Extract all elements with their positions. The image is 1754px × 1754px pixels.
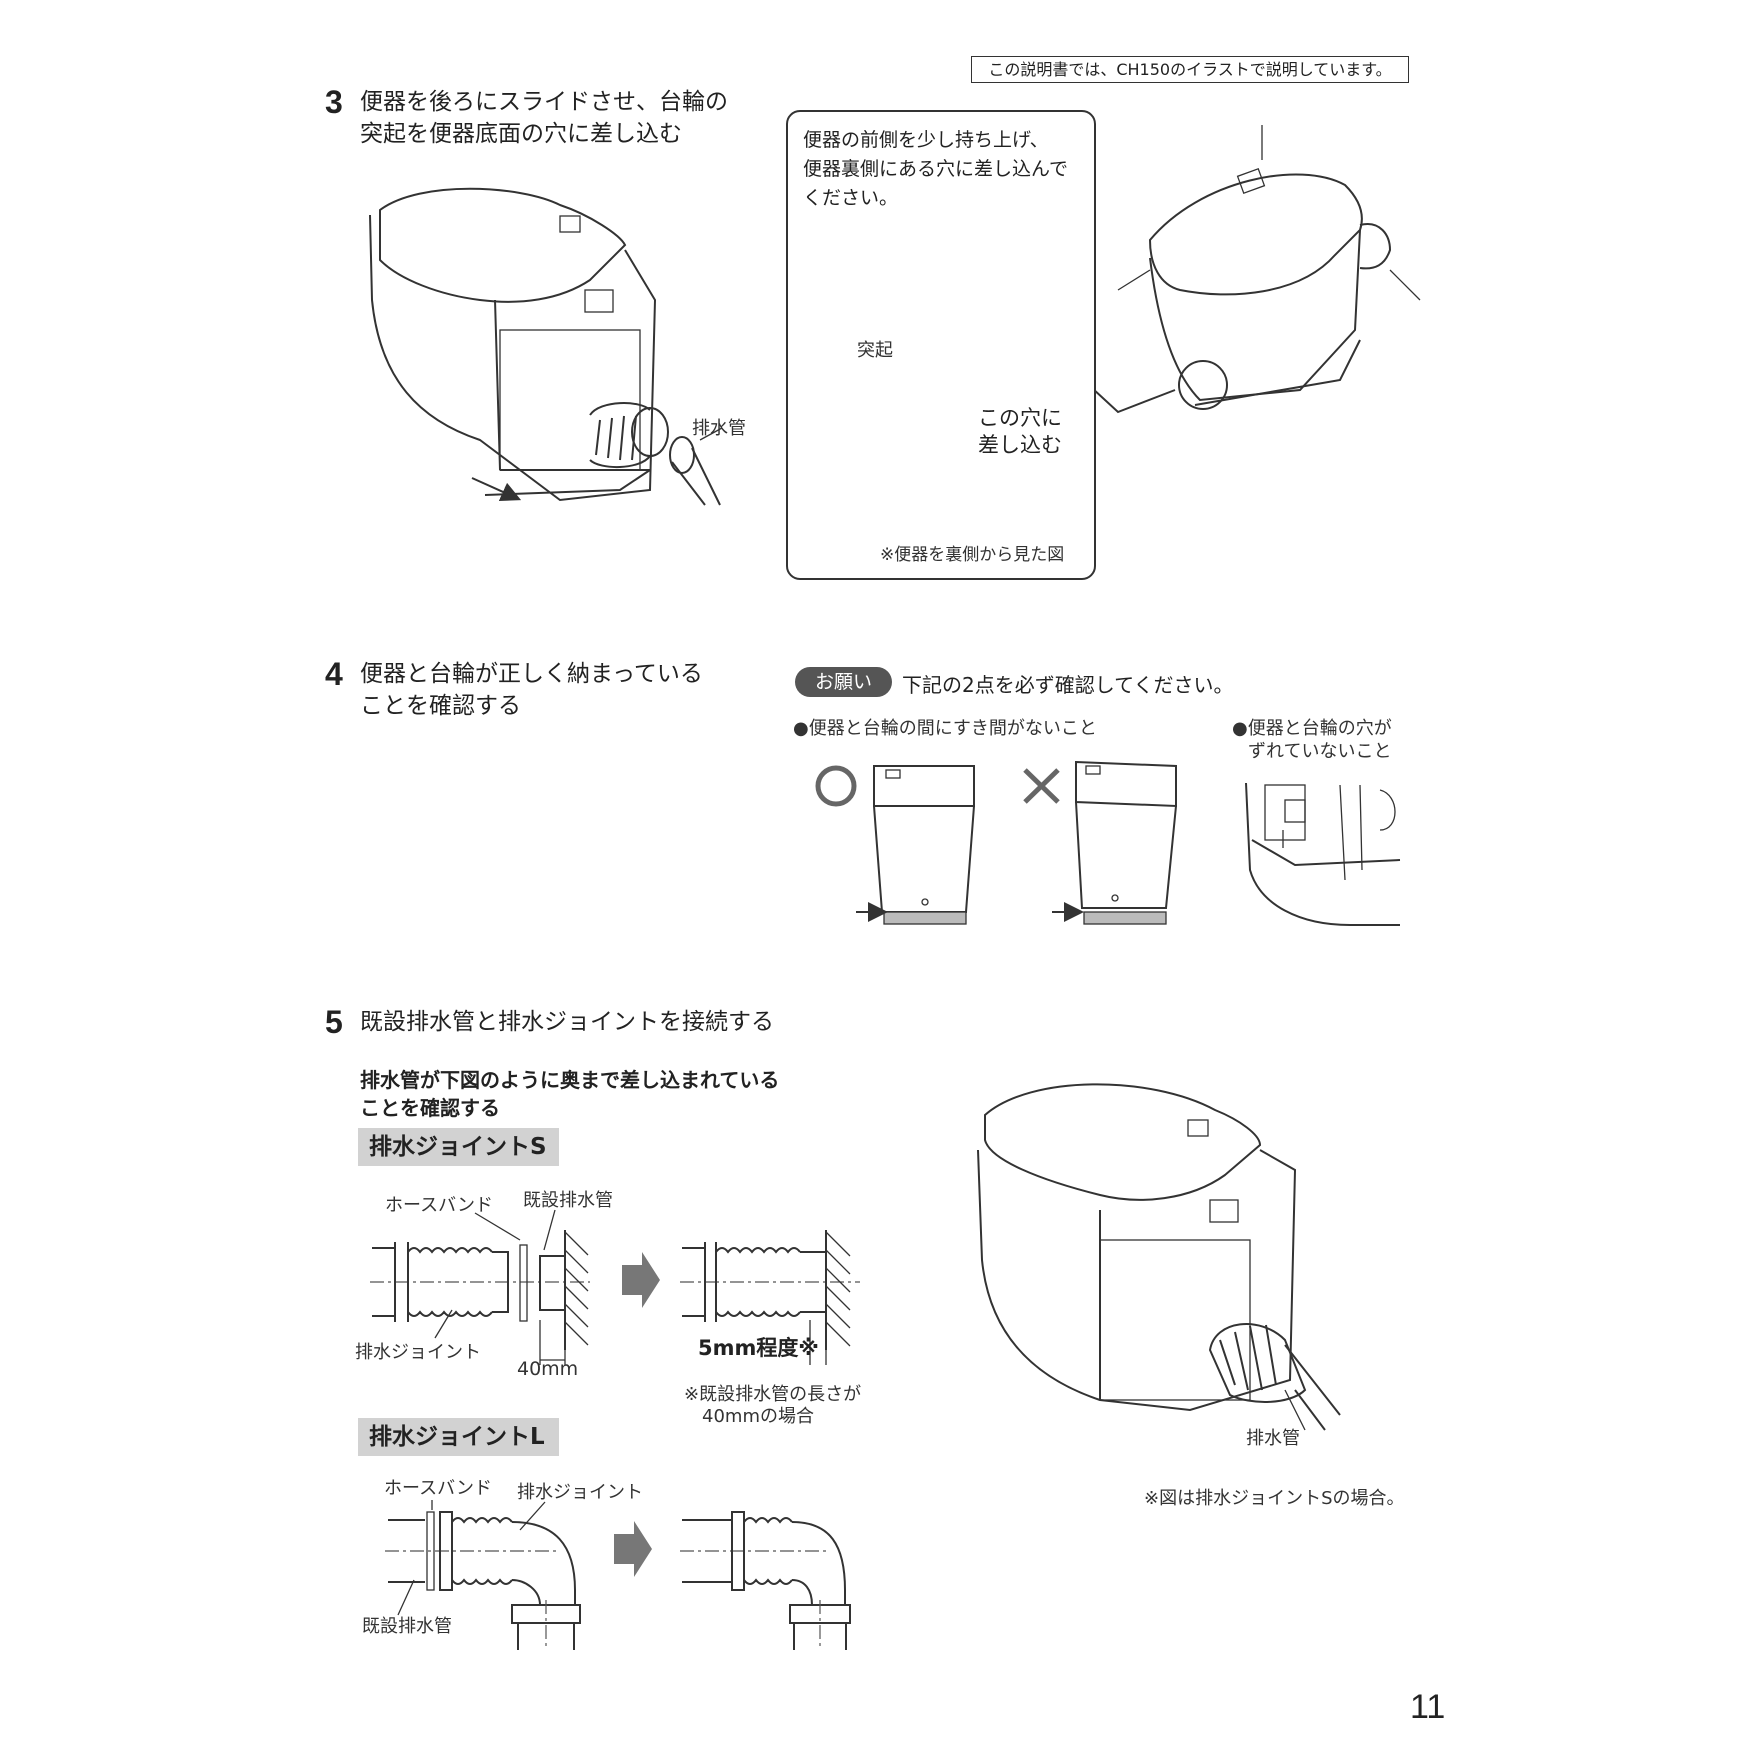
- label-existing-pipe-s: 既設排水管: [523, 1190, 613, 1211]
- dimension-40mm: 40mm: [517, 1358, 579, 1380]
- section-joint-s: 排水ジョイントS: [358, 1128, 559, 1166]
- toilet-connected-illustration: [977, 1083, 1341, 1431]
- hole-alignment-illustration: [1245, 782, 1401, 926]
- step5-sub-line1: 排水管が下図のように奥まで差し込まれている: [360, 1068, 780, 1092]
- step5-number: 5: [325, 1004, 343, 1040]
- label-existing-pipe-l: 既設排水管: [362, 1616, 452, 1637]
- step5-title: 既設排水管と排水ジョイントを接続する: [360, 1009, 774, 1035]
- ok-fit-illustration: [815, 765, 975, 925]
- step3-number: 3: [325, 84, 343, 120]
- check-item-2-line1: ●便器と台輪の穴が: [1232, 718, 1392, 739]
- note-joint-s-case: ※図は排水ジョイントSの場合。: [1144, 1488, 1405, 1509]
- ng-fit-illustration: [1023, 760, 1177, 925]
- callout-line3: ください。: [803, 187, 899, 209]
- note-40mm-line1: ※既設排水管の長さが: [684, 1384, 862, 1405]
- label-hose-band-s: ホースバンド: [385, 1195, 493, 1216]
- callout-line2: 便器裏側にある穴に差し込んで: [803, 158, 1069, 180]
- step3-title-line2: 突起を便器底面の穴に差し込む: [360, 121, 682, 147]
- page-number: 11: [1410, 1688, 1446, 1726]
- section-joint-l: 排水ジョイントL: [358, 1418, 559, 1456]
- arrow-right-s: [622, 1252, 660, 1308]
- step4-title-line2: ことを確認する: [360, 693, 521, 719]
- request-badge: お願い: [795, 667, 892, 697]
- dimension-5mm: 5mm程度※: [698, 1336, 819, 1360]
- label-protrusion: 突起: [857, 340, 893, 361]
- toilet-back-view-illustration: [1117, 125, 1421, 410]
- step3-title-line1: 便器を後ろにスライドさせ、台輪の: [360, 89, 728, 115]
- joint-l-before-diagram: [385, 1500, 581, 1650]
- label-insert-hole-line1: この穴に: [978, 406, 1062, 430]
- label-drain-joint-l: 排水ジョイント: [517, 1482, 643, 1503]
- check-item-2-line2: ずれていないこと: [1248, 741, 1392, 762]
- joint-s-after-diagram: [680, 1230, 860, 1365]
- callout-pointer: [1091, 387, 1176, 414]
- step4-number: 4: [325, 656, 343, 692]
- toilet-slide-illustration: [369, 187, 723, 506]
- note-40mm-line2: 40mmの場合: [702, 1406, 814, 1427]
- label-insert-hole-line2: 差し込む: [978, 433, 1062, 457]
- callout-box: [786, 110, 1096, 580]
- label-drain-joint-s: 排水ジョイント: [355, 1342, 481, 1363]
- request-text: 下記の2点を必ず確認してください。: [902, 673, 1234, 697]
- step4-title-line1: 便器と台輪が正しく納まっている: [360, 661, 703, 687]
- label-drain-pipe-right: 排水管: [1246, 1428, 1300, 1449]
- joint-l-after-diagram: [680, 1511, 851, 1650]
- illustration-note-box: この説明書では、CH150のイラストで説明しています。: [971, 56, 1409, 83]
- step5-sub-line2: ことを確認する: [360, 1096, 500, 1120]
- callout-bottom-note: ※便器を裏側から見た図: [880, 545, 1065, 565]
- label-hose-band-l: ホースバンド: [384, 1478, 492, 1499]
- joint-s-before-diagram: [370, 1209, 590, 1365]
- arrow-right-l: [614, 1521, 652, 1577]
- check-item-1: ●便器と台輪の間にすき間がないこと: [793, 718, 1097, 739]
- label-drain-pipe: 排水管: [692, 418, 746, 439]
- callout-line1: 便器の前側を少し持ち上げ、: [803, 129, 1049, 151]
